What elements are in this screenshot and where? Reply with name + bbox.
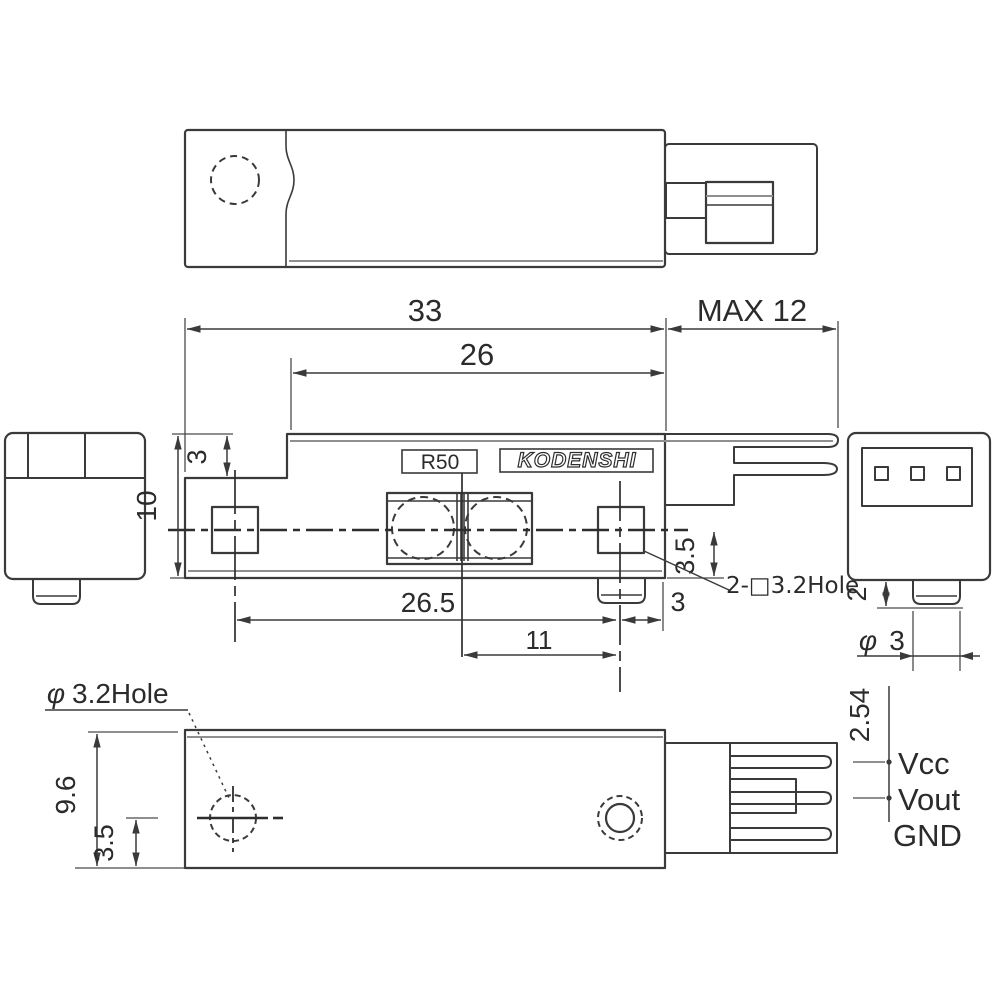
dim-text-3: 3 — [670, 587, 685, 617]
dimension-33: 33 — [184, 293, 667, 472]
top-view-body-outline — [183, 128, 667, 269]
sensor-window — [385, 491, 534, 566]
dimension-phi3: φ 3 — [857, 611, 980, 671]
bottom-view — [183, 712, 838, 870]
pin-gnd-shape — [730, 827, 832, 841]
top-view-mounting-hole — [210, 155, 260, 205]
pin-label-vout: Vout — [898, 782, 960, 817]
top-view-pin-header — [704, 180, 775, 245]
dim-text-phi3: 3 — [889, 625, 905, 656]
pin-vcc-shape — [730, 755, 832, 769]
emitter-lens — [391, 496, 455, 560]
r50-plate-box — [401, 449, 478, 474]
dimension-max12: MAX 12 — [667, 293, 839, 428]
dim-text-26: 26 — [460, 337, 494, 372]
r50-plate-text: R50 — [421, 451, 460, 474]
dimension-9-6: 9.6 — [50, 731, 184, 869]
dimension-26: 26 — [290, 337, 665, 430]
right-end-outline — [846, 431, 992, 582]
hole-size-callout: φ 3.2Hole — [45, 678, 188, 711]
top-view-break-line — [285, 130, 295, 267]
pin-label-vcc: Vcc — [898, 746, 950, 781]
hole-note-bottom-text: 3.2Hole — [72, 678, 169, 709]
dimension-26-5: 26.5 — [236, 587, 617, 624]
right-end-socket — [861, 447, 973, 507]
dim-text-33: 33 — [408, 293, 442, 328]
dimension-3-step: 3 — [172, 433, 233, 477]
top-view — [183, 128, 818, 269]
dim-text-3-step: 3 — [182, 449, 212, 464]
dimension-3-5-bottom: 3.5 — [89, 817, 158, 867]
left-end-outline — [3, 431, 147, 581]
boss-outline-dashed — [597, 795, 643, 841]
pin-label-gnd: GND — [893, 818, 962, 853]
dimension-2: 2 — [842, 581, 890, 607]
pin-labels: Vcc Vout GND — [893, 746, 962, 853]
dim-text-26-5: 26.5 — [401, 587, 456, 618]
tick-dot-1 — [886, 759, 892, 765]
left-end-boss — [32, 579, 81, 605]
leader-line — [643, 550, 730, 591]
dim-text-max12: MAX 12 — [697, 293, 807, 328]
dimension-10: 10 — [131, 435, 184, 579]
pin-hole-1 — [874, 466, 889, 481]
front-view: R50 KODENSHI — [168, 432, 839, 692]
right-end-view — [846, 431, 992, 609]
brand-plate-box — [499, 448, 654, 473]
dim-text-3-5: 3.5 — [670, 537, 700, 575]
dim-text-2-54: 2.54 — [844, 688, 875, 743]
dimension-3-5-front: 3.5 — [667, 531, 724, 579]
front-connector-arm — [665, 433, 839, 506]
bottom-body-outline — [183, 728, 667, 870]
pin-hole-3 — [946, 466, 961, 481]
dimension-2-54: 2.54 — [844, 686, 892, 822]
dim-text-9-6: 9.6 — [50, 776, 81, 815]
middle-pin-housing — [730, 778, 797, 814]
phi-symbol: φ — [859, 625, 877, 656]
pin-hole-2 — [910, 466, 925, 481]
hole-leader-dotted — [188, 712, 230, 799]
right-end-boss — [912, 580, 961, 605]
dimension-3-bottom: 3 — [621, 582, 686, 631]
dim-text-2: 2 — [842, 586, 872, 601]
hole-note-text: 2-□3.2Hole — [726, 573, 859, 599]
bottom-connector-outline — [664, 742, 838, 854]
dim-text-10: 10 — [131, 490, 162, 521]
detector-lens — [464, 496, 528, 560]
boss-inner-circle — [604, 802, 636, 834]
dim-text-3-5b: 3.5 — [89, 824, 119, 862]
tick-dot-2 — [886, 795, 892, 801]
dim-text-11: 11 — [526, 625, 553, 655]
phi-symbol-bottom: φ — [47, 678, 65, 709]
dimension-11: 11 — [463, 625, 617, 659]
arrow-right — [960, 652, 973, 660]
top-view-connector-outline — [664, 143, 818, 255]
front-boss — [597, 578, 646, 604]
left-end-view — [3, 431, 147, 605]
pin-vout-shape — [730, 791, 832, 805]
arrow-left — [900, 652, 913, 660]
hole-callout: 2-□3.2Hole — [643, 550, 859, 599]
top-view-pin-base — [665, 182, 707, 219]
brand-text: KODENSHI — [518, 449, 637, 472]
